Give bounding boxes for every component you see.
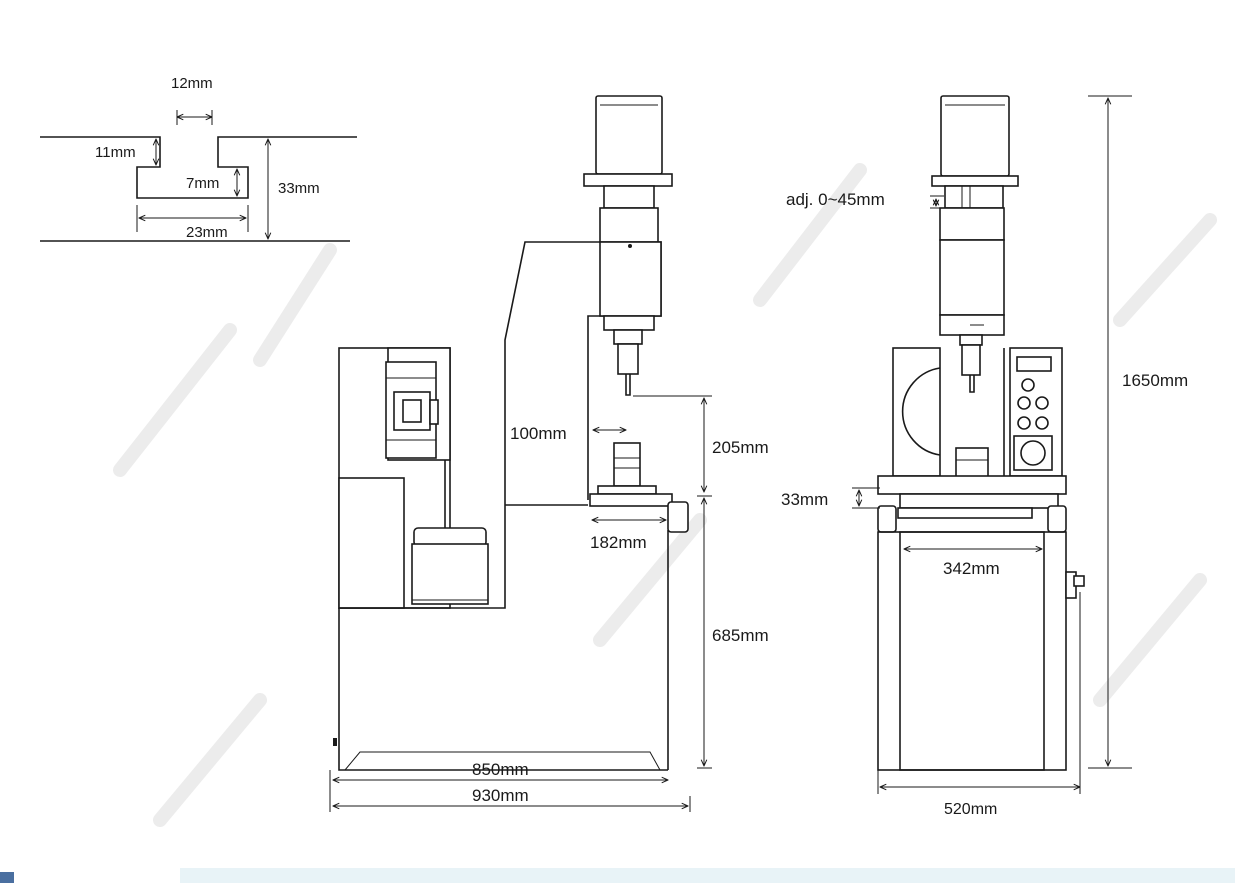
slot-depth-label: 11mm: [95, 144, 136, 161]
overall-depth-label: 930mm: [472, 786, 529, 805]
bottom-bar: [180, 868, 1235, 883]
corner-mark: [0, 872, 14, 883]
front-table-width-label: 342mm: [943, 559, 1000, 578]
slot-total-height-label: 33mm: [278, 180, 320, 197]
undercut-width-label: 23mm: [186, 224, 228, 241]
front-base-width-label: 520mm: [944, 801, 997, 818]
stroke-clearance-label: 205mm: [712, 438, 769, 457]
watermark: [113, 163, 1217, 827]
front-view: [852, 95, 1132, 794]
side-table-width-label: 182mm: [590, 533, 647, 552]
base-width-label: 850mm: [472, 760, 529, 779]
table-thickness-label: 33mm: [781, 490, 828, 509]
head-adjust-label: adj. 0~45mm: [786, 190, 885, 209]
slot-detail: [40, 110, 357, 242]
table-height-label: 685mm: [712, 626, 769, 645]
side-view: [329, 95, 712, 812]
undercut-height-label: 7mm: [186, 175, 219, 192]
slot-width-label: 12mm: [171, 75, 213, 92]
throat-depth-label: 100mm: [510, 424, 567, 443]
overall-height-label: 1650mm: [1122, 371, 1188, 390]
